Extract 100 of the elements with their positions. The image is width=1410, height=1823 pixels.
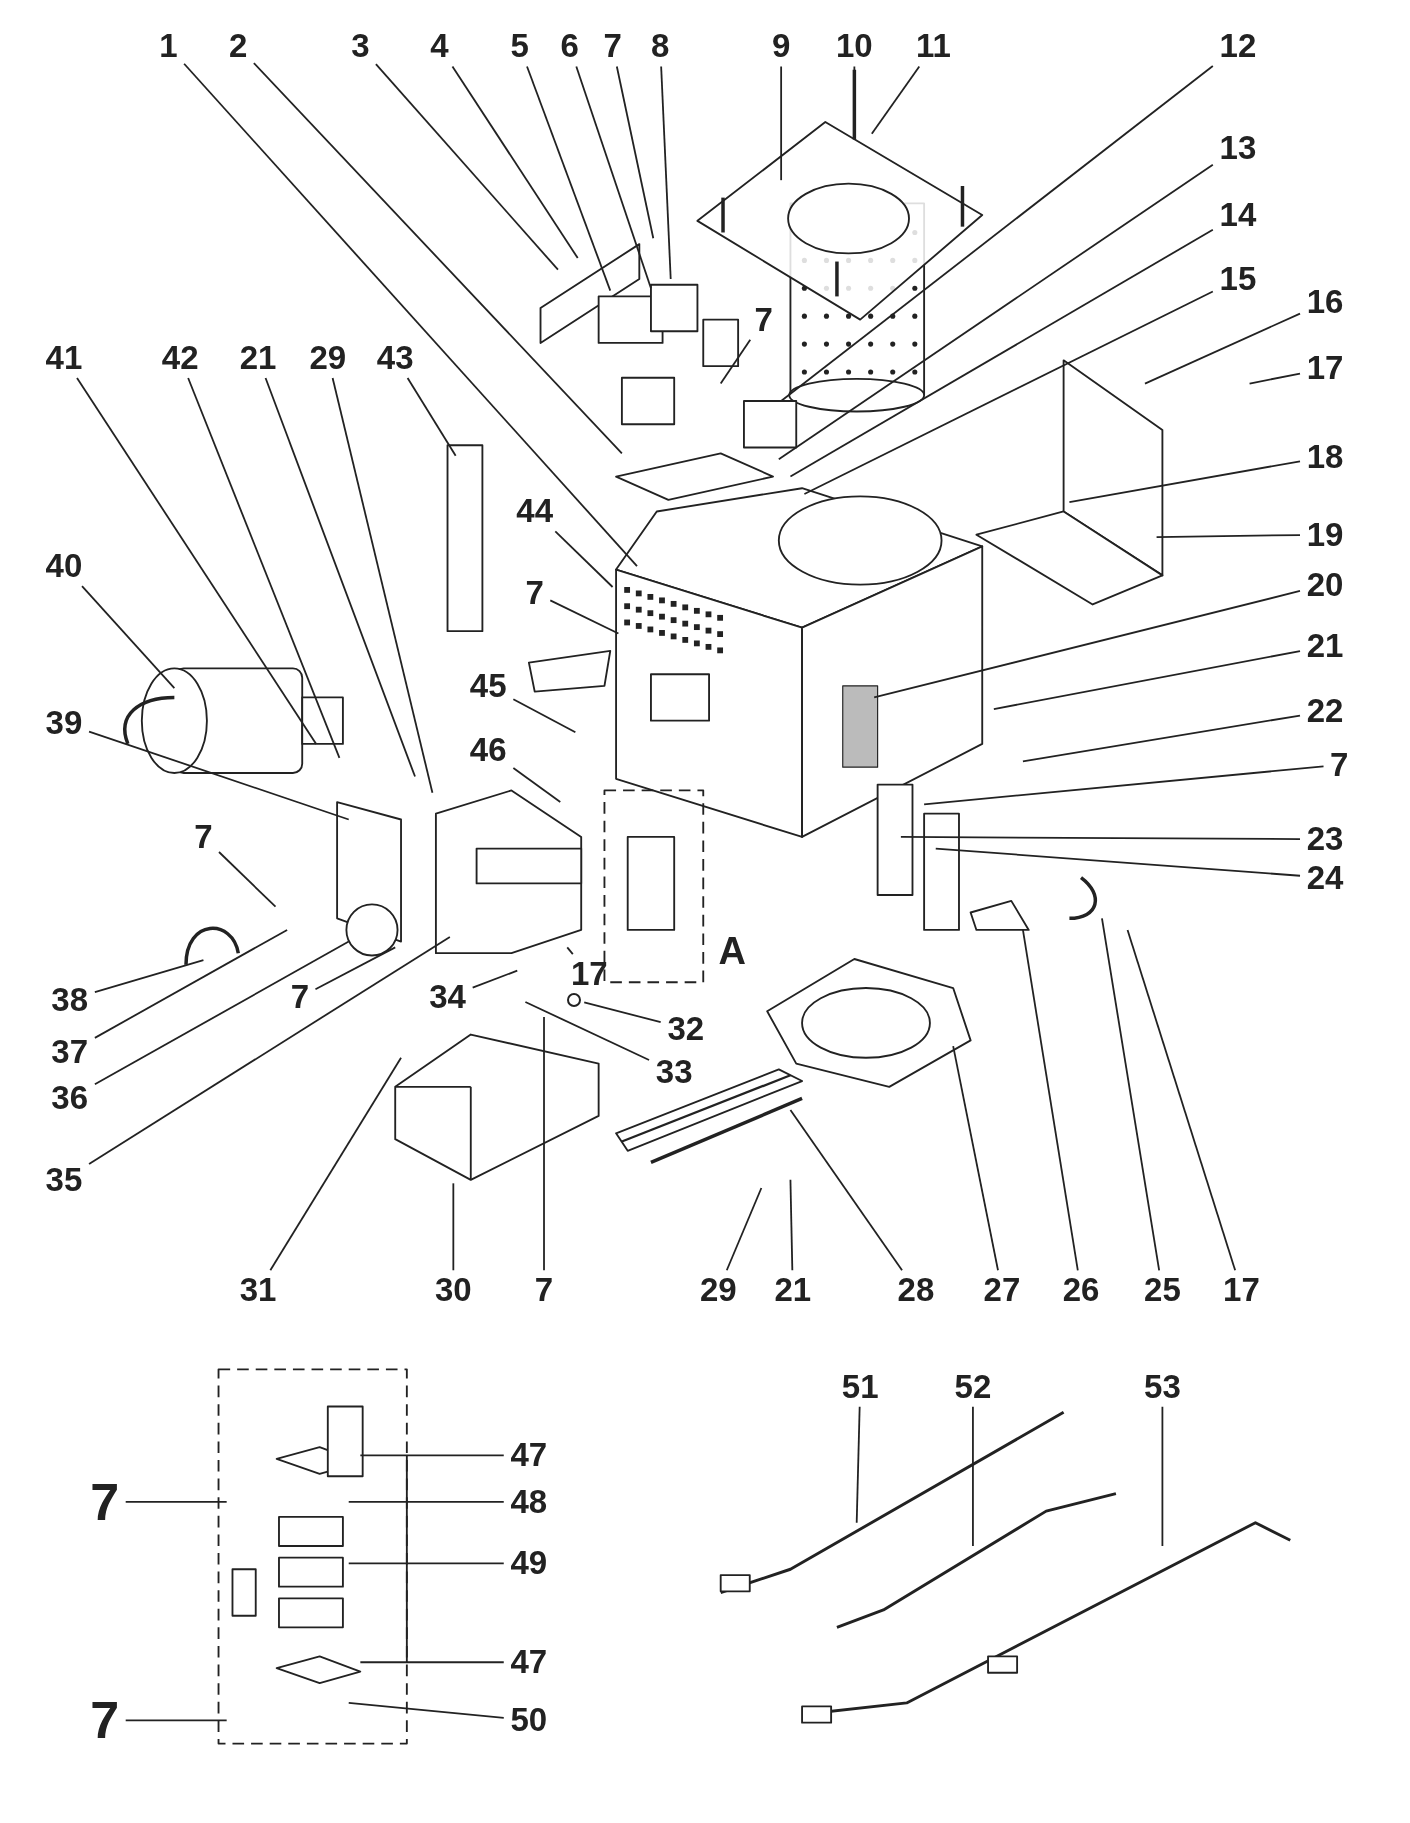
callout-number: 22 — [1303, 693, 1348, 730]
callout-number: 52 — [950, 1368, 996, 1405]
callout-number: 45 — [466, 667, 511, 704]
leader-line — [575, 65, 652, 290]
leader-line — [1068, 460, 1301, 504]
callout-number: 14 — [1215, 197, 1261, 234]
callout-number: 7 — [190, 818, 216, 855]
detail-letter: A — [717, 929, 748, 972]
leader-line — [451, 65, 579, 259]
callout-number: 46 — [466, 731, 511, 768]
callout-number: 15 — [1215, 260, 1261, 297]
callout-number: 7 — [287, 979, 313, 1016]
callout-number: 19 — [1303, 516, 1348, 553]
leader-line — [1155, 534, 1301, 538]
callout-number: 9 — [768, 28, 794, 65]
callout-number: 37 — [47, 1033, 92, 1070]
callout-number: 26 — [1058, 1272, 1104, 1309]
leader-line — [452, 1182, 455, 1272]
callout-number: 38 — [47, 981, 92, 1018]
leader-line — [1022, 929, 1079, 1272]
leader-line — [992, 650, 1301, 710]
callout-number: 7 — [86, 1473, 123, 1530]
leader-line — [660, 65, 672, 280]
leader-line — [269, 1056, 402, 1272]
leader-line — [88, 730, 350, 821]
leader-line — [873, 590, 1301, 699]
callout-number: 7 — [1326, 746, 1352, 783]
callout-number: 4 — [426, 28, 452, 65]
leader-line — [1101, 917, 1161, 1272]
leader-line — [88, 936, 451, 1165]
leader-line — [583, 1001, 662, 1024]
leader-line — [777, 163, 1214, 461]
leader-line — [187, 377, 341, 759]
leader-line — [406, 377, 457, 457]
leader-line — [93, 929, 288, 1039]
callout-number: 7 — [751, 301, 777, 338]
callout-number: 34 — [425, 979, 470, 1016]
callout-number: 53 — [1140, 1368, 1185, 1405]
callout-number: 13 — [1215, 129, 1261, 166]
callout-number: 39 — [41, 705, 87, 741]
callout-number: 51 — [838, 1368, 883, 1405]
callout-number: 49 — [506, 1545, 551, 1582]
leader-line — [347, 1702, 505, 1719]
callout-number: 47 — [506, 1437, 551, 1474]
leader-line — [124, 1719, 228, 1722]
leader-line — [252, 62, 623, 455]
callout-number: 12 — [1215, 28, 1261, 65]
callout-number: 18 — [1303, 438, 1348, 475]
callout-number: 11 — [911, 28, 956, 65]
leader-line — [81, 585, 176, 690]
leader-line — [543, 1016, 545, 1272]
leader-line — [615, 65, 655, 240]
callout-number: 3 — [347, 28, 373, 65]
callout-number: 17 — [1219, 1272, 1264, 1309]
callout-number: 17 — [1303, 350, 1348, 387]
leader-line — [923, 765, 1325, 806]
leader-line — [1144, 312, 1301, 385]
callout-number: 50 — [506, 1702, 551, 1739]
callout-number: 29 — [305, 340, 350, 376]
callout-number: 7 — [531, 1272, 557, 1309]
callout-number: 27 — [979, 1272, 1025, 1309]
leader-line — [347, 1500, 505, 1503]
leader-line — [899, 836, 1301, 840]
callout-number: 35 — [41, 1161, 87, 1198]
leader-line — [1022, 714, 1301, 763]
leader-line — [124, 1500, 228, 1503]
leader-line — [789, 228, 1214, 478]
callout-number: 36 — [47, 1080, 92, 1117]
callout-number: 47 — [506, 1644, 551, 1681]
leader-line — [1161, 1405, 1164, 1547]
bolt-head — [567, 992, 582, 1007]
leader-line — [789, 1109, 903, 1272]
callout-number: 28 — [893, 1272, 939, 1309]
leader-line — [566, 946, 574, 955]
callout-number: 29 — [696, 1272, 741, 1309]
callout-number: 21 — [235, 340, 281, 376]
leader-line — [512, 767, 562, 803]
callout-number: 41 — [41, 340, 87, 376]
callout-number: 30 — [431, 1272, 476, 1309]
leader-line — [76, 377, 318, 745]
leader-line — [314, 946, 397, 991]
leader-line — [218, 851, 277, 908]
leader-line — [359, 1661, 505, 1664]
leader-line — [93, 959, 205, 994]
leader-line — [1248, 372, 1301, 385]
leader-line — [471, 969, 519, 989]
callout-number: 31 — [235, 1272, 281, 1309]
leader-line — [855, 1405, 861, 1524]
leader-line — [789, 1178, 794, 1272]
callout-number: 17 — [567, 956, 612, 993]
callout-number: 7 — [86, 1692, 123, 1749]
callout-number: 5 — [507, 28, 533, 65]
callout-number: 23 — [1303, 821, 1348, 858]
leader-line — [853, 65, 856, 112]
leader-line — [934, 847, 1301, 877]
leader-line — [375, 63, 559, 271]
callout-number: 42 — [158, 340, 203, 376]
leader-line — [803, 290, 1214, 495]
leader-line — [972, 1405, 974, 1547]
leader-line — [512, 698, 577, 734]
